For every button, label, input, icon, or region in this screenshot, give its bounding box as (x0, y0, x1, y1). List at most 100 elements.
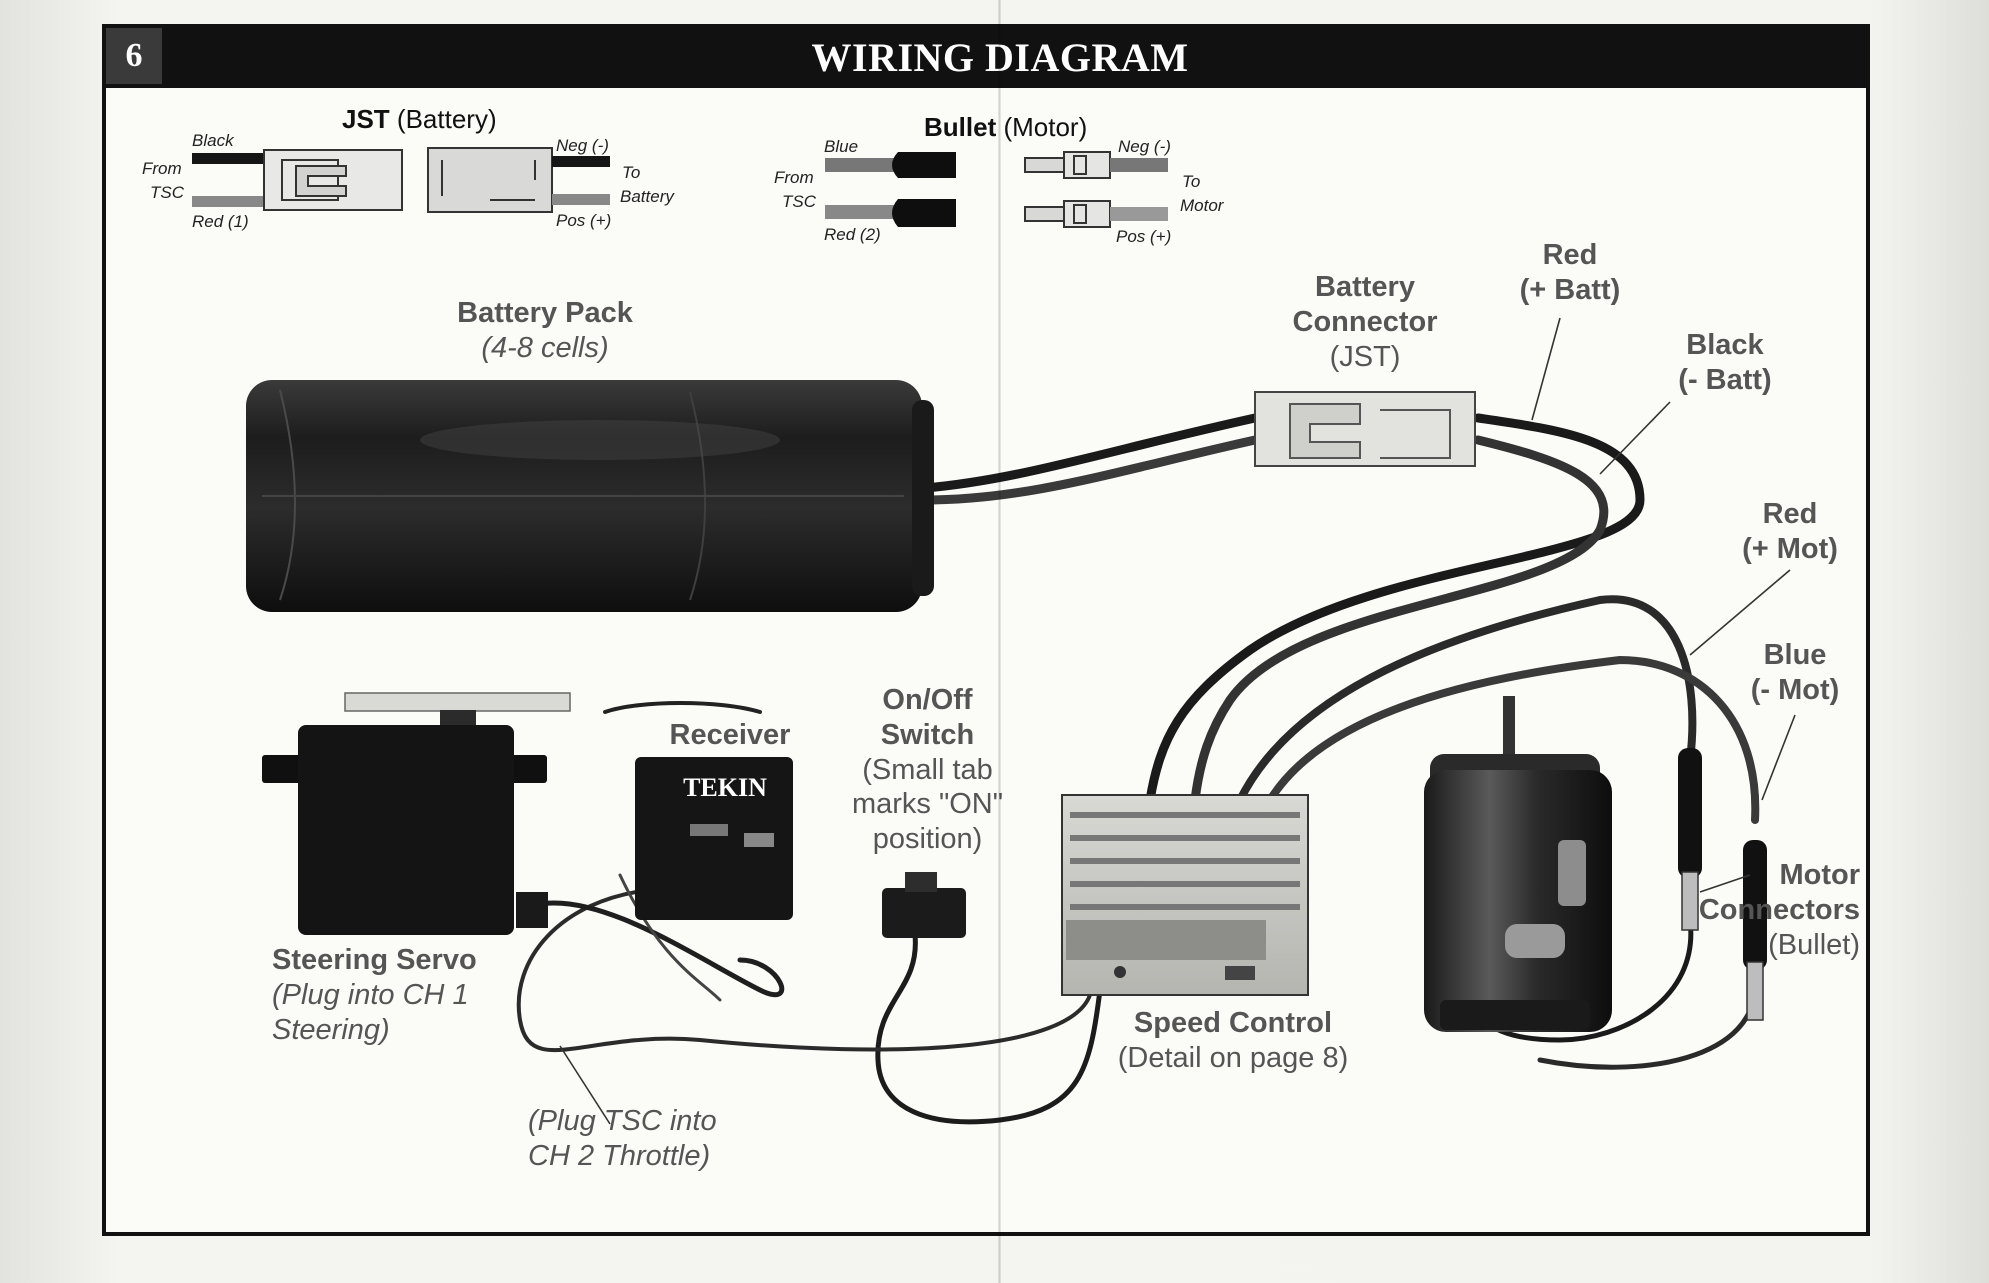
switch-line3: (Small tab (862, 753, 993, 786)
leader-motor-connectors (1699, 874, 1751, 893)
leader-black-batt (1599, 401, 1671, 475)
page-number: 6 (106, 28, 162, 84)
bullet-from-label: From (774, 168, 814, 187)
motor (1424, 696, 1612, 1032)
speed-control-detail: (Detail on page 8) (1117, 1041, 1349, 1074)
jst-neg-label: Neg (-) (556, 136, 609, 155)
on-off-switch-label: On/Off Switch (Small tab marks "ON" posi… (840, 683, 1015, 857)
jst-red-wire (192, 196, 264, 207)
bullet-red-label: Red (2) (824, 225, 881, 244)
battery-pack-label: Battery Pack (4-8 cells) (430, 296, 660, 366)
battery-connector-jst (1254, 391, 1476, 467)
switch-line4: marks "ON" (851, 788, 1004, 821)
red-batt-polarity: (+ Batt) (1519, 273, 1621, 306)
switch-wire (875, 932, 1103, 1125)
receiver-title: Receiver (669, 719, 791, 751)
bullet-connector-inset (825, 151, 1168, 228)
battery-connector-type: (JST) (1329, 340, 1401, 373)
main-wires (516, 413, 1760, 1125)
leader-plug-tsc (559, 1045, 611, 1125)
receiver-antenna (603, 701, 762, 714)
speed-control-title: Speed Control (1133, 1007, 1333, 1039)
switch-line1: On/Off (882, 684, 973, 716)
servo-line3: Steering) (272, 1013, 390, 1046)
plug-tsc-line1: (Plug TSC into (528, 1105, 717, 1137)
steering-servo (262, 692, 571, 935)
black-batt-label: Black (- Batt) (1655, 328, 1795, 398)
jst-to-label: To (622, 163, 641, 182)
bullet-tsc-label: TSC (782, 192, 816, 211)
battery-pack-cells: (4-8 cells) (481, 331, 609, 364)
page-fold (998, 0, 1001, 1283)
jst-red-label: Red (1) (192, 212, 249, 231)
bullet-pos-label: Pos (+) (1116, 227, 1172, 246)
steering-servo-label: Steering Servo (Plug into CH 1 Steering) (272, 943, 522, 1047)
black-batt-color: Black (1686, 329, 1764, 361)
motor-connectors-line2: Connectors (1698, 893, 1860, 926)
bullet-neg-label: Neg (-) (1118, 137, 1171, 156)
jst-heading-name: JST (342, 104, 390, 134)
jst-black-label: Black (192, 131, 234, 150)
bullet-heatshrink-top (892, 152, 956, 178)
battery-pack-title: Battery Pack (457, 297, 633, 329)
receiver (635, 757, 793, 920)
motor-connectors-type: (Bullet) (1768, 928, 1860, 961)
jst-dest-label: Battery (620, 187, 674, 206)
blue-mot-color: Blue (1763, 639, 1827, 671)
red-mot-label: Red (+ Mot) (1720, 497, 1860, 567)
receiver-label: Receiver (650, 718, 810, 753)
bullet-heading-paren: (Motor) (1003, 112, 1088, 142)
leader-lines (559, 317, 1796, 1125)
black-batt-polarity: (- Batt) (1678, 363, 1772, 396)
bullet-heading-name: Bullet (924, 112, 997, 142)
jst-black-wire (192, 153, 264, 164)
bullet-blue-wire (825, 158, 903, 172)
red-batt-color: Red (1542, 239, 1598, 271)
motor-bullet-connectors (1678, 748, 1767, 1021)
battery-pack (246, 380, 934, 612)
jst-neg-wire (552, 156, 610, 167)
blue-mot-polarity: (- Mot) (1750, 673, 1840, 706)
jst-pos-label: Pos (+) (556, 211, 612, 230)
battery-wire-red (920, 435, 1260, 505)
servo-wire (532, 900, 785, 998)
switch-line2: Switch (880, 718, 975, 751)
leader-blue-mot (1761, 714, 1796, 801)
motor-connectors-line1: Motor (1779, 859, 1860, 891)
red-mot-polarity: (+ Mot) (1742, 532, 1838, 565)
blue-mot-label: Blue (- Mot) (1725, 638, 1865, 708)
jst-from-label: From (142, 159, 182, 178)
switch-line5: position) (872, 823, 983, 856)
leader-red-batt (1531, 317, 1561, 421)
speed-control (1061, 794, 1309, 996)
plug-tsc-label: (Plug TSC into CH 2 Throttle) (528, 1104, 748, 1174)
esc-wire-black (1145, 413, 1645, 805)
battery-connector-line2: Connector (1292, 305, 1438, 338)
motor-wire-blue (1266, 655, 1760, 824)
jst-heading-paren: (Battery) (396, 104, 497, 134)
bullet-red-wire (825, 205, 903, 219)
bullet-to-label: To (1182, 172, 1201, 191)
tsc-receiver-wire (516, 888, 1092, 1053)
jst-connector-inset (192, 147, 610, 213)
page-title: WIRING DIAGRAM (811, 35, 1189, 80)
speed-control-label: Speed Control (Detail on page 8) (1108, 1006, 1358, 1076)
bullet-heatshrink-bottom (892, 199, 956, 227)
leader-red-mot (1689, 569, 1791, 656)
red-mot-color: Red (1762, 498, 1818, 530)
battery-connector-line1: Battery (1315, 271, 1415, 303)
jst-female-housing (427, 147, 553, 213)
on-off-switch (882, 872, 966, 938)
bullet-dest-label: Motor (1180, 196, 1224, 215)
bullet-blue-label: Blue (824, 137, 859, 156)
plug-tsc-line2: CH 2 Throttle) (528, 1139, 711, 1172)
esc-wire-red (1190, 435, 1609, 805)
bullet-pos-wire (1110, 207, 1168, 221)
receiver-brand: TEKIN (680, 772, 770, 803)
battery-wire-black (920, 413, 1260, 493)
jst-pos-wire (552, 194, 610, 205)
jst-tsc-label: TSC (150, 183, 184, 202)
motor-connectors-label: Motor Connectors (Bullet) (1660, 858, 1860, 962)
receiver-brand-text: TEKIN (683, 773, 767, 802)
